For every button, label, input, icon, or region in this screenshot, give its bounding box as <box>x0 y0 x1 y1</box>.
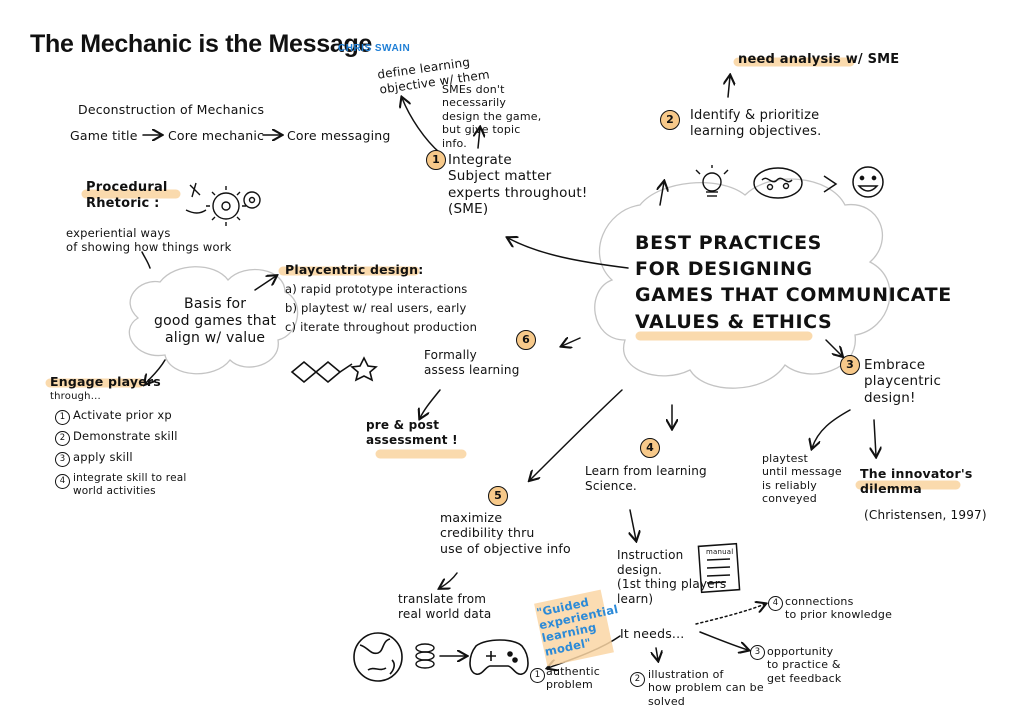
playcentric-label: Playcentric design: <box>285 262 424 277</box>
procedural-rhetoric-desc: experiential ways of showing how things … <box>66 226 232 255</box>
need-3-number: 3 <box>750 645 765 660</box>
practice-5-text: maximize credibility thru use of objecti… <box>440 510 571 556</box>
need-4-number: 4 <box>768 596 783 611</box>
playcentric-item-c: c) iterate throughout production <box>285 320 478 334</box>
coins-icon <box>415 643 435 669</box>
need-2: illustration of how problem can be solve… <box>648 668 764 708</box>
practice-6-number: 6 <box>516 330 536 350</box>
procedural-rhetoric-label: Procedural Rhetoric : <box>86 180 168 211</box>
christensen-citation: (Christensen, 1997) <box>864 508 987 522</box>
manual-icon <box>697 542 741 594</box>
playcentric-item-a: a) rapid prototype interactions <box>285 282 468 296</box>
flow-game-title: Game title <box>70 128 138 143</box>
playcentric-item-b: b) playtest w/ real users, early <box>285 301 467 315</box>
need-1-number: 1 <box>530 668 545 683</box>
need-analysis: need analysis w/ SME <box>738 52 900 67</box>
practice-1-text: Integrate Subject matter experts through… <box>448 152 588 218</box>
it-needs: It needs... <box>620 626 685 641</box>
engage-sub: through... <box>50 391 101 402</box>
engage-step-1: Activate prior xp <box>73 408 172 422</box>
engage-step-3: apply skill <box>73 450 133 464</box>
engage-step-number-2: 2 <box>55 431 70 446</box>
engage-step-number-3: 3 <box>55 452 70 467</box>
gamepad-icon <box>469 639 529 676</box>
need-4: connections to prior knowledge <box>785 595 893 622</box>
infinity-loop-icon <box>290 356 378 384</box>
brain-icon <box>753 167 803 199</box>
basis-cloud <box>128 266 299 375</box>
practice-3-text: Embrace playcentric design! <box>864 357 942 406</box>
pre-post-assessment: pre & post assessment ! <box>366 418 458 447</box>
lightbulb-icon <box>695 165 729 197</box>
need-3: opportunity to practice & get feedback <box>767 645 842 685</box>
innovators-dilemma: The innovator's dilemma <box>860 466 973 497</box>
practice-1-number: 1 <box>426 150 446 170</box>
center-cloud <box>594 178 891 389</box>
smiley-icon <box>852 166 884 198</box>
translate-data: translate from real world data <box>398 592 492 621</box>
practice-5-number: 5 <box>488 486 508 506</box>
practice-4-number: 4 <box>640 438 660 458</box>
practice-6-text: Formally assess learning <box>424 348 520 377</box>
practice-2-number: 2 <box>660 110 680 130</box>
manual-label: manual <box>706 548 734 556</box>
engage-label: Engage players <box>50 374 161 389</box>
deconstruction-heading: Deconstruction of Mechanics <box>78 102 265 117</box>
instruction-design: Instruction design. (1st thing players l… <box>617 548 727 606</box>
globe-icon <box>353 632 403 682</box>
engage-step-number-1: 1 <box>55 410 70 425</box>
practice-4-text: Learn from learning Science. <box>585 464 707 493</box>
smes-note: SMEs don't necessarily design the game, … <box>442 83 542 150</box>
engage-step-4: integrate skill to real world activities <box>73 472 187 497</box>
practice-3-number: 3 <box>840 355 860 375</box>
flow-core-mechanic: Core mechanic <box>168 128 265 143</box>
page-title: The Mechanic is the Message <box>30 30 373 58</box>
playtest-note: playtest until message is reliably conve… <box>762 452 842 506</box>
practice-2-text: Identify & prioritize learning objective… <box>690 108 822 139</box>
author-name: CHRIS SWAIN <box>338 43 411 54</box>
flow-core-messaging: Core messaging <box>287 128 391 143</box>
center-topic: BEST PRACTICES FOR DESIGNING GAMES THAT … <box>635 232 952 333</box>
need-2-number: 2 <box>630 672 645 687</box>
basis-text: Basis for good games that align w/ value <box>154 296 277 347</box>
gears-icon <box>185 182 261 226</box>
engage-step-2: Demonstrate skill <box>73 429 178 443</box>
engage-step-number-4: 4 <box>55 474 70 489</box>
need-1: authentic problem <box>546 665 600 692</box>
